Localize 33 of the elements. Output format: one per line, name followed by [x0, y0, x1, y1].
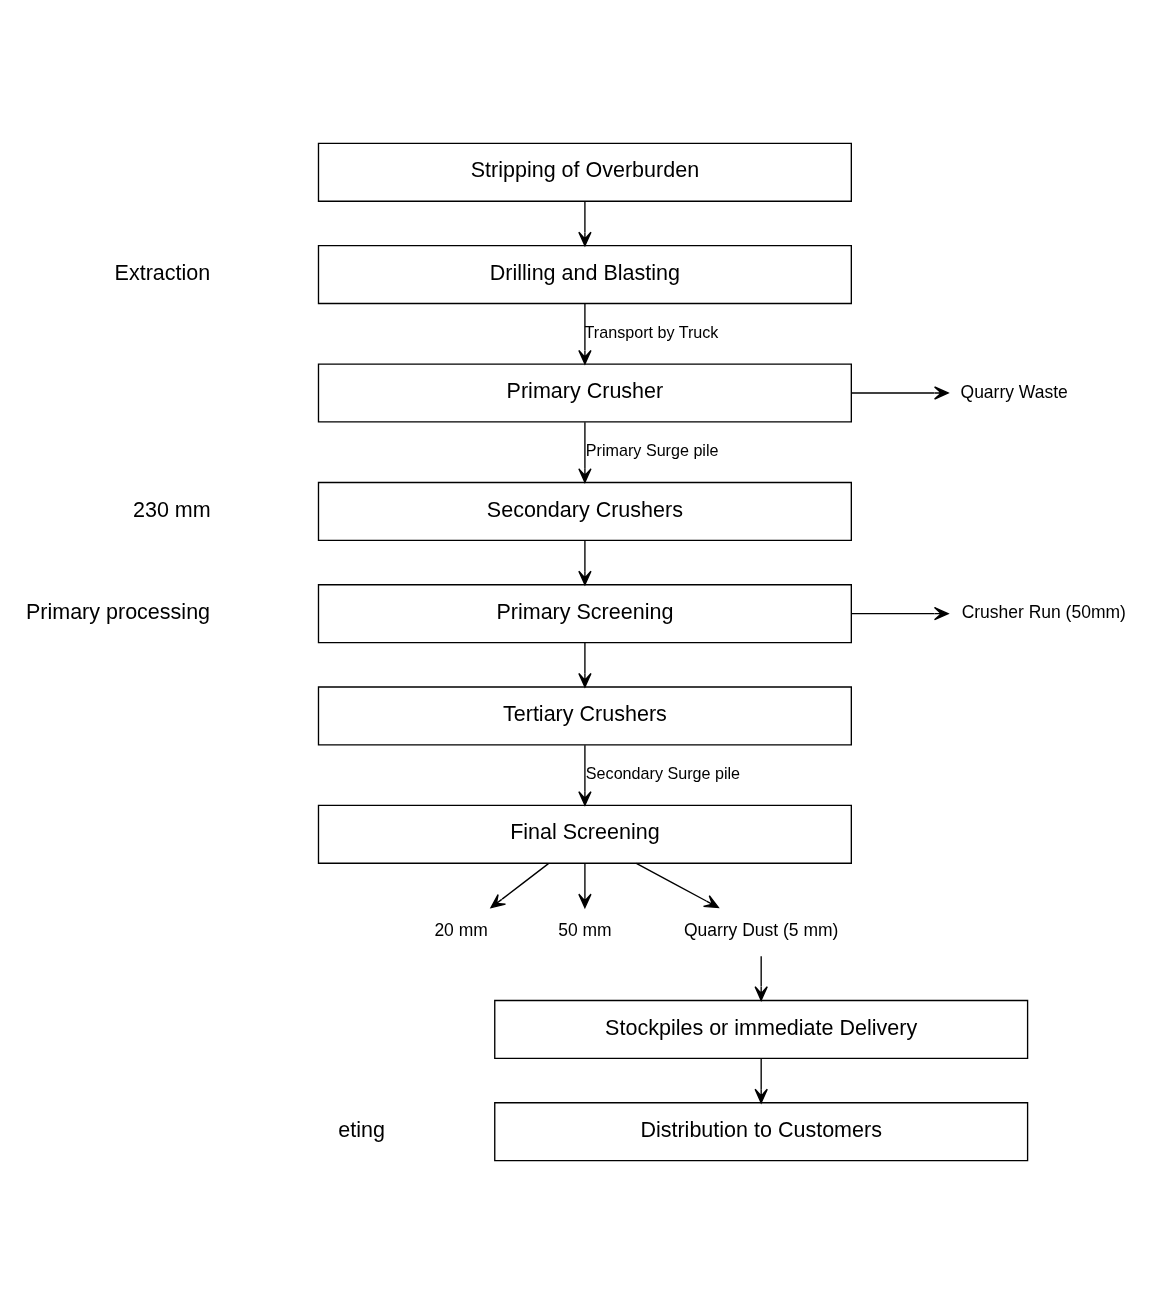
- node-box: Secondary Crushers: [317, 481, 852, 541]
- arrow: [490, 862, 550, 908]
- label: Primary processing: [25, 599, 211, 624]
- arrow: [635, 862, 719, 908]
- arrow: [578, 200, 592, 246]
- edge-label: Secondary Surge pile: [585, 763, 741, 782]
- edge-label: Primary Surge pile: [585, 440, 719, 459]
- arrow: [578, 421, 592, 483]
- node-box: Drilling and Blasting: [317, 244, 852, 304]
- node-box: Stripping of Overburden: [317, 142, 852, 202]
- node-text: 20 mm: [434, 919, 488, 940]
- arrow: [850, 385, 949, 400]
- label: Extraction: [114, 260, 211, 285]
- node-box: Stockpiles or immediate Delivery: [494, 999, 1029, 1059]
- arrow: [578, 641, 592, 688]
- node-text: Quarry Dust (5 mm): [683, 919, 839, 940]
- node-box: Tertiary Crushers: [317, 685, 852, 745]
- arrow: [850, 606, 949, 620]
- node-text: 50 mm: [558, 919, 612, 940]
- arrow: [578, 744, 592, 806]
- node-box: Primary Screening: [317, 583, 852, 643]
- node-text: Quarry Waste: [960, 381, 1068, 402]
- arrow: [578, 862, 592, 908]
- arrow: [578, 302, 592, 365]
- label: eting: [338, 1117, 385, 1142]
- arrow: [578, 539, 592, 585]
- arrow: [754, 1057, 768, 1103]
- node-text: Crusher Run (50mm): [961, 601, 1126, 622]
- arrow: [754, 955, 768, 1001]
- label: 230 mm: [132, 497, 211, 521]
- node-box: Distribution to Customers: [494, 1101, 1029, 1161]
- node-box: Final Screening: [317, 804, 852, 864]
- node-box: Primary Crusher: [317, 362, 852, 423]
